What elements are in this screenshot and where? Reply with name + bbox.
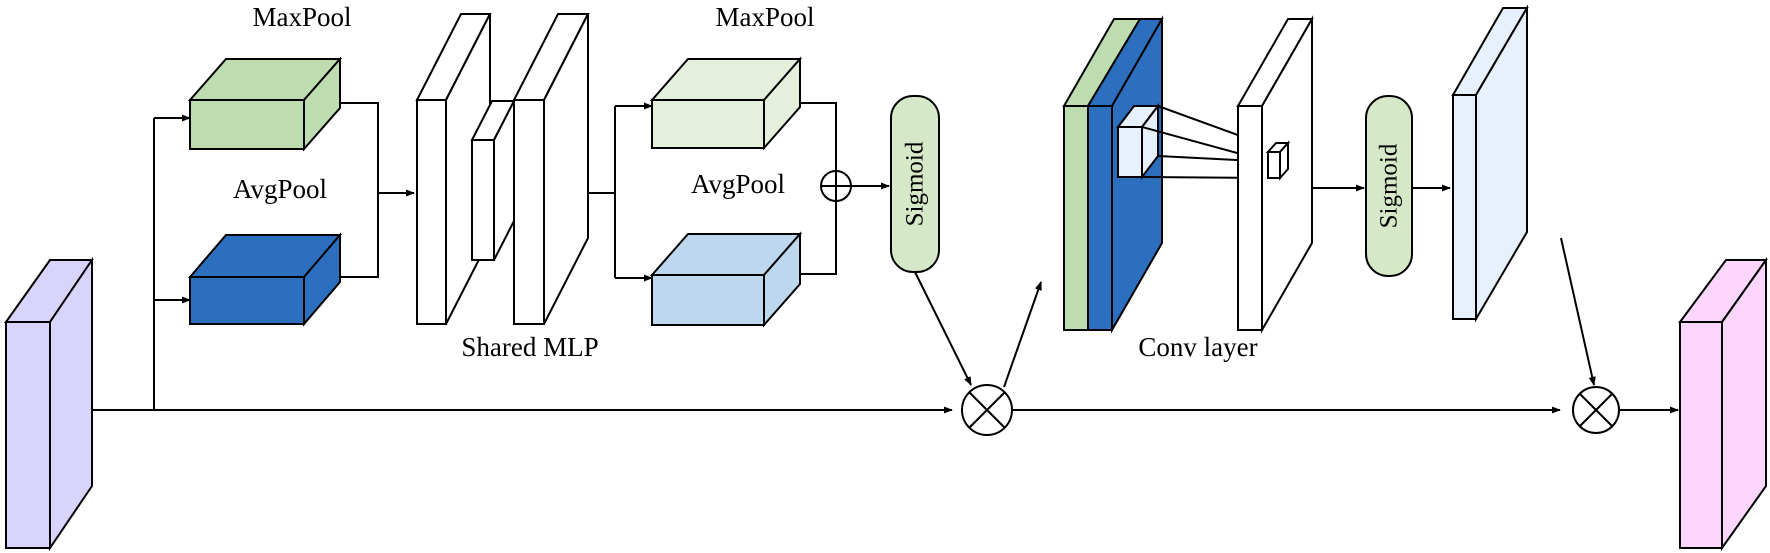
sigmoid-block-1: Sigmoid bbox=[890, 95, 940, 273]
spatial-attention-map-block bbox=[1451, 4, 1529, 323]
spatial-feature-stack bbox=[1062, 15, 1164, 334]
sigmoid-block-2: Sigmoid bbox=[1365, 95, 1413, 277]
avgpool-label-1: AvgPool bbox=[233, 174, 327, 204]
shared-mlp-block bbox=[415, 13, 590, 325]
connectors bbox=[90, 102, 1679, 414]
output-feature-block bbox=[1678, 256, 1768, 552]
elementwise-sum-icon bbox=[820, 170, 852, 202]
shared-mlp-label: Shared MLP bbox=[461, 332, 598, 362]
avgpool-attention-block bbox=[649, 231, 803, 328]
conv-layer-label: Conv layer bbox=[1138, 332, 1257, 362]
sigmoid-to-multiply-arrow bbox=[914, 271, 972, 386]
sigmoid-label-1: Sigmoid bbox=[902, 141, 929, 226]
maxpool-label-2: MaxPool bbox=[715, 2, 814, 32]
map-to-multiply-arrow bbox=[1560, 237, 1596, 386]
sigmoid-label-2: Sigmoid bbox=[1376, 143, 1403, 228]
multiply-to-spatial-arrow bbox=[1003, 281, 1042, 388]
maxpool-out-line bbox=[340, 102, 379, 278]
elementwise-multiply-icon-2 bbox=[1572, 386, 1620, 434]
avgpool-label-2: AvgPool bbox=[691, 169, 785, 199]
maxpool-label-1: MaxPool bbox=[252, 2, 351, 32]
input-feature-block bbox=[4, 256, 94, 552]
conv-layer-block bbox=[1236, 15, 1314, 334]
maxpool-feature-block bbox=[187, 56, 343, 152]
elementwise-multiply-icon-1 bbox=[961, 384, 1013, 436]
maxpool-attention-block bbox=[649, 56, 803, 151]
avgpool-feature-block bbox=[187, 232, 343, 327]
